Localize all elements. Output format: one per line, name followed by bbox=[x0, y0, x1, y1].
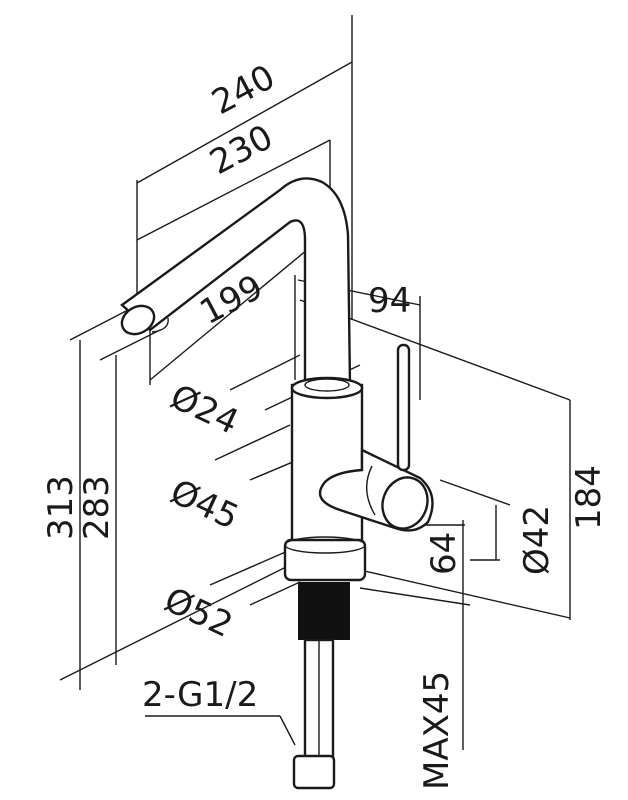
faucet bbox=[120, 177, 434, 790]
base-ring bbox=[283, 538, 367, 582]
spout-outlet bbox=[120, 304, 156, 336]
spout bbox=[120, 177, 352, 387]
dim-184: 184 bbox=[569, 465, 609, 530]
dim-connection: 2-G1/2 bbox=[142, 675, 258, 715]
dim-d42: Ø42 bbox=[517, 505, 557, 575]
dim-d45: Ø45 bbox=[164, 472, 244, 538]
dim-283: 283 bbox=[77, 475, 117, 540]
dim-230: 230 bbox=[203, 117, 279, 183]
thread bbox=[298, 582, 350, 640]
dim-d24: Ø24 bbox=[164, 377, 244, 443]
body bbox=[290, 383, 364, 547]
dim-max45: MAX45 bbox=[417, 671, 457, 790]
dim-d52: Ø52 bbox=[158, 580, 238, 646]
dim-94: 94 bbox=[368, 281, 411, 321]
dim-64: 64 bbox=[424, 532, 464, 575]
dim-240: 240 bbox=[205, 57, 281, 123]
dim-313: 313 bbox=[41, 475, 81, 540]
lever bbox=[396, 343, 411, 472]
nut bbox=[292, 754, 336, 790]
